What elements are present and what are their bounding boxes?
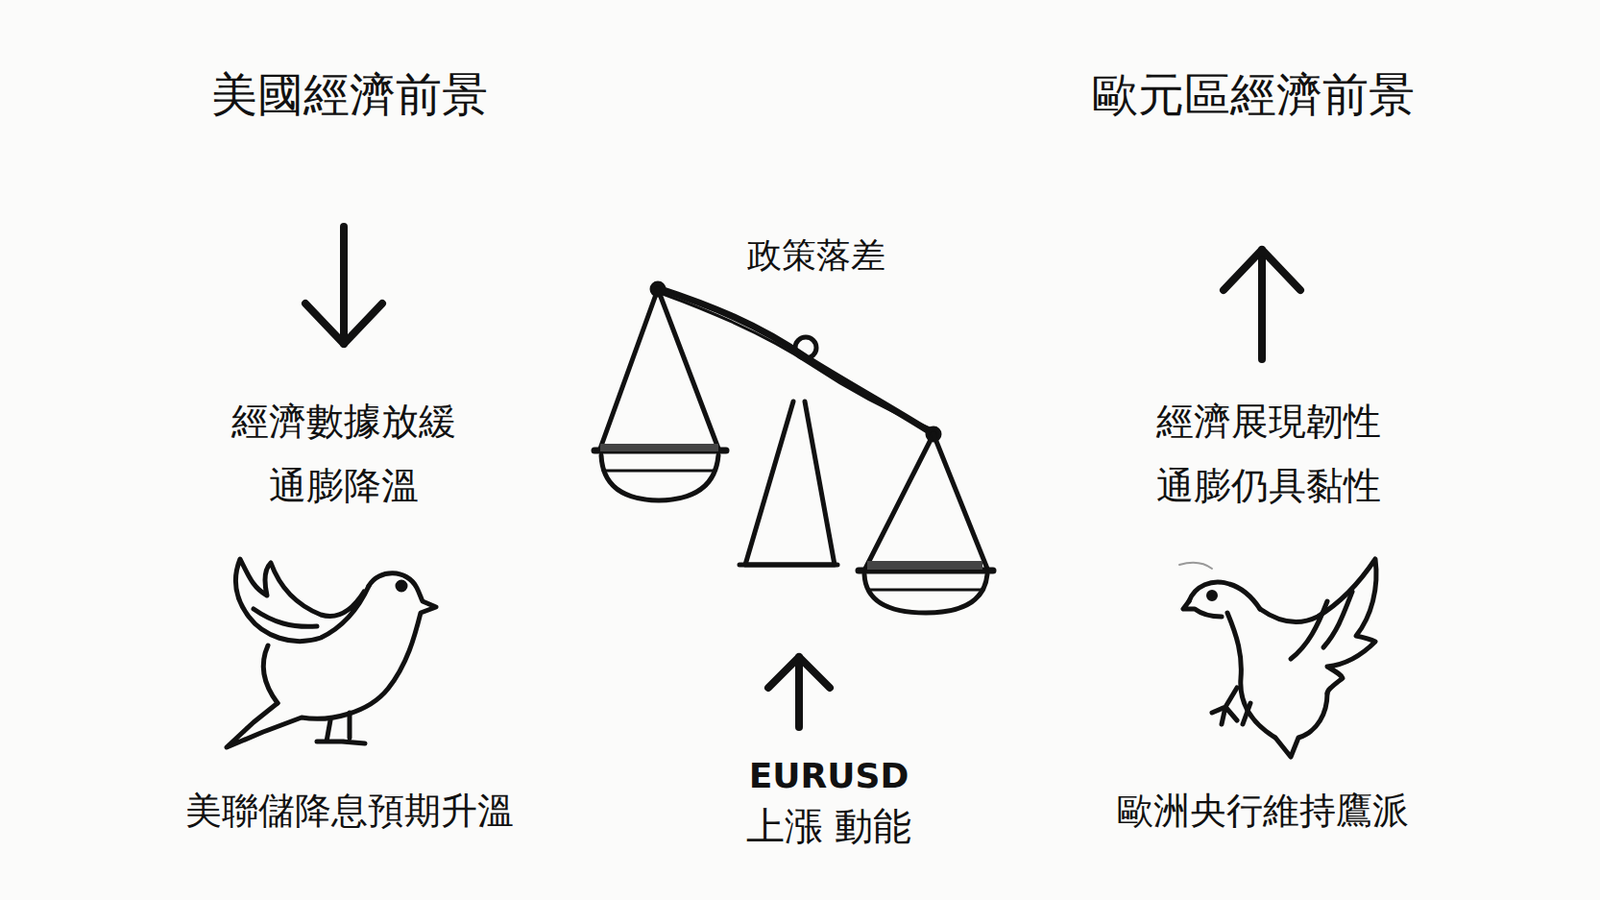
section-heading: 歐元區經濟前景	[1091, 68, 1415, 122]
policy-note: 美聯儲降息預期升溫	[185, 790, 514, 833]
scale-caption: 政策落差	[747, 235, 886, 275]
hawk-icon	[1179, 558, 1377, 757]
outlook-note: 經濟數據放緩	[231, 400, 457, 444]
up-arrow	[768, 656, 830, 728]
outlook-note: 經濟展現韌性	[1156, 400, 1382, 444]
down-arrow	[305, 226, 383, 344]
currency-pair: EURUSD	[749, 755, 910, 796]
up-arrow	[1223, 249, 1301, 360]
outlook-note: 通膨仍具黏性	[1156, 464, 1382, 509]
momentum-note: 上漲 動能	[746, 803, 913, 849]
dove-icon	[226, 558, 437, 748]
section-heading: 美國經濟前景	[211, 68, 488, 122]
policy-note: 歐洲央行維持鷹派	[1116, 790, 1409, 833]
outlook-note: 通膨降溫	[268, 464, 419, 509]
balance-scale	[594, 283, 994, 613]
